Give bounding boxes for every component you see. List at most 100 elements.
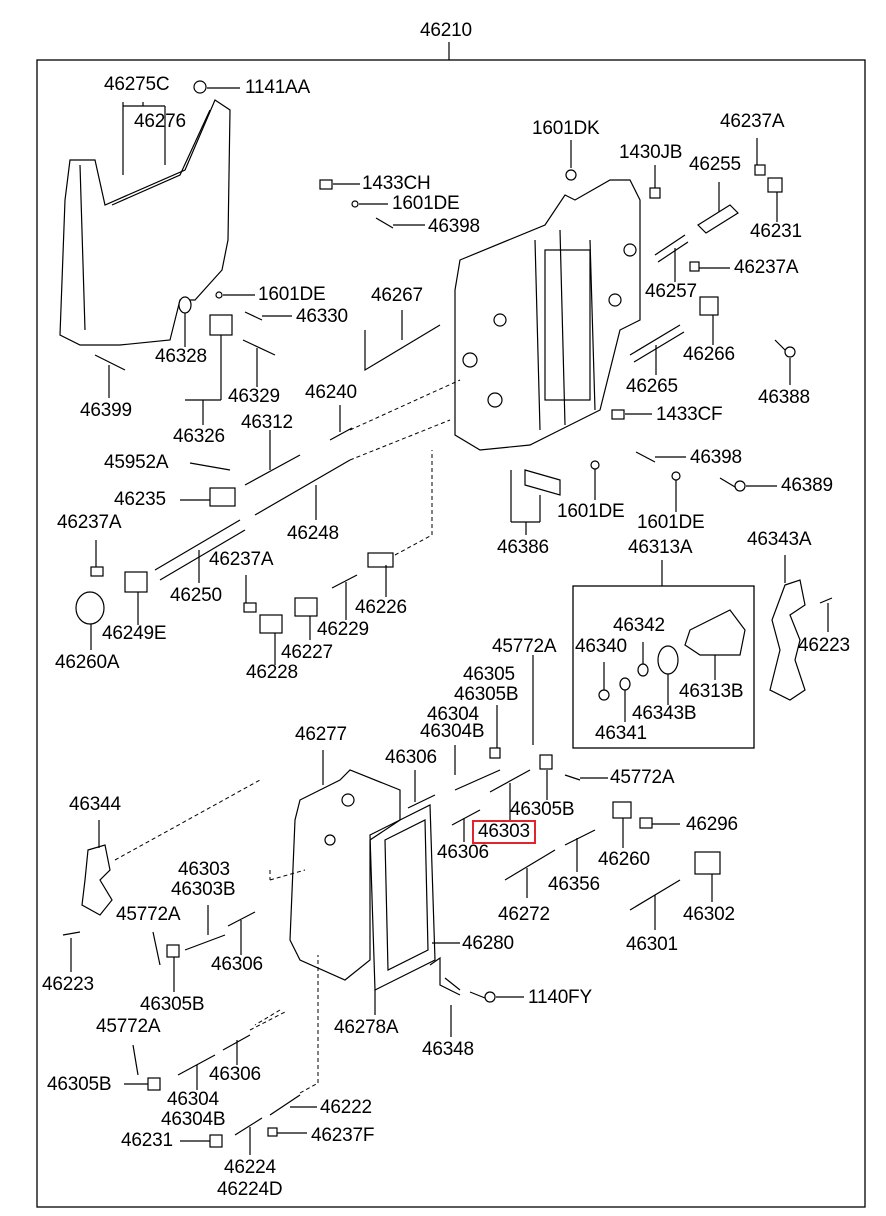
- spring-46250: [154, 519, 246, 581]
- part-label[interactable]: 46398: [690, 447, 742, 468]
- part-label[interactable]: 1601DE: [258, 284, 326, 305]
- part-label[interactable]: 46313A: [628, 537, 693, 558]
- part-label[interactable]: 1601DE: [637, 512, 705, 533]
- part-label[interactable]: 46296: [686, 814, 738, 835]
- part-label[interactable]: 46386: [497, 537, 549, 558]
- part-label[interactable]: 46305B: [47, 1074, 112, 1095]
- part-label[interactable]: 46260A: [55, 652, 120, 673]
- part-label[interactable]: 1601DE: [557, 501, 625, 522]
- part-label[interactable]: 45772A: [610, 767, 675, 788]
- part-label[interactable]: 46228: [246, 662, 298, 683]
- part-label[interactable]: 46326: [173, 426, 225, 447]
- highlighted-part-label[interactable]: 46303: [472, 820, 536, 844]
- part-label[interactable]: 46341: [595, 723, 647, 744]
- part-label[interactable]: 46312: [241, 412, 293, 433]
- part-label[interactable]: 46398: [428, 216, 480, 237]
- part-label[interactable]: 46328: [155, 346, 207, 367]
- separator-plate-drawing: [59, 99, 231, 346]
- ball-1601de-a: [590, 460, 600, 470]
- plug-46228: [259, 614, 283, 634]
- part-label[interactable]: 46303B: [171, 879, 236, 900]
- part-label[interactable]: 46301: [626, 934, 678, 955]
- part-label[interactable]: 46340: [575, 636, 627, 657]
- part-label[interactable]: 46229: [317, 619, 369, 640]
- solenoid-46313b: [684, 609, 746, 656]
- part-label[interactable]: 46237A: [720, 111, 785, 132]
- part-label[interactable]: 46226: [355, 597, 407, 618]
- part-label[interactable]: 46248: [287, 523, 339, 544]
- part-label[interactable]: 46237A: [209, 549, 274, 570]
- part-label[interactable]: 1140FY: [528, 987, 592, 1008]
- part-label[interactable]: 46306: [437, 842, 489, 863]
- part-label[interactable]: 45772A: [96, 1016, 161, 1037]
- part-label[interactable]: 46388: [758, 387, 810, 408]
- part-label[interactable]: 1430JB: [619, 142, 683, 163]
- part-label[interactable]: 46272: [498, 904, 550, 925]
- key-46237a-2: [689, 261, 700, 272]
- part-label[interactable]: 46306: [209, 1064, 261, 1085]
- part-label[interactable]: 46249E: [102, 623, 167, 644]
- part-label[interactable]: 46240: [305, 382, 357, 403]
- part-label[interactable]: 46237A: [57, 512, 122, 533]
- part-label[interactable]: 46255: [689, 154, 741, 175]
- ring-46342: [637, 663, 649, 677]
- part-label[interactable]: 46399: [80, 400, 132, 421]
- part-label[interactable]: 46389: [781, 475, 833, 496]
- part-label[interactable]: 46305B: [454, 684, 519, 705]
- part-label[interactable]: 46237F: [311, 1125, 375, 1146]
- part-label[interactable]: 46356: [548, 874, 600, 895]
- part-label[interactable]: 46280: [462, 933, 514, 954]
- part-label[interactable]: 1141AA: [245, 77, 311, 98]
- part-label[interactable]: 1433CH: [362, 173, 431, 194]
- part-label[interactable]: 46260: [598, 849, 650, 870]
- part-label[interactable]: 46306: [385, 747, 437, 768]
- part-label[interactable]: 46276: [134, 111, 186, 132]
- part-label[interactable]: 46305: [463, 664, 515, 685]
- part-label[interactable]: 46305B: [140, 994, 205, 1015]
- part-label[interactable]: 45772A: [492, 636, 557, 657]
- part-label[interactable]: 45772A: [116, 904, 181, 925]
- part-label[interactable]: 46330: [296, 306, 348, 327]
- part-label[interactable]: 46265: [626, 376, 678, 397]
- part-label[interactable]: 46266: [683, 344, 735, 365]
- ball-1601dk: [565, 169, 577, 181]
- part-label[interactable]: 46231: [121, 1130, 173, 1151]
- part-label[interactable]: 46343B: [632, 703, 697, 724]
- part-label[interactable]: 46302: [683, 904, 735, 925]
- part-label[interactable]: 46257: [645, 281, 697, 302]
- part-label[interactable]: 46237A: [734, 257, 799, 278]
- part-label[interactable]: 46306: [211, 954, 263, 975]
- part-label[interactable]: 1433CF: [656, 404, 723, 425]
- part-label[interactable]: 46304B: [420, 721, 485, 742]
- part-label[interactable]: 46227: [281, 642, 333, 663]
- part-label[interactable]: 46277: [295, 724, 347, 745]
- part-label[interactable]: 46329: [228, 386, 280, 407]
- part-label[interactable]: 46250: [170, 585, 222, 606]
- part-label[interactable]: 46303: [178, 859, 230, 880]
- part-label[interactable]: 45952A: [104, 452, 169, 473]
- part-label[interactable]: 46267: [371, 285, 423, 306]
- part-label[interactable]: 46231: [750, 221, 802, 242]
- part-label[interactable]: 46223: [42, 974, 94, 995]
- part-label[interactable]: 46313B: [679, 681, 744, 702]
- part-label[interactable]: 46304B: [161, 1109, 226, 1130]
- part-label[interactable]: 46275C: [104, 74, 170, 95]
- part-label[interactable]: 46342: [613, 615, 665, 636]
- part-label[interactable]: 46304: [427, 704, 479, 725]
- part-label[interactable]: 46222: [320, 1097, 372, 1118]
- part-label[interactable]: 46223: [798, 635, 850, 656]
- part-label[interactable]: 46348: [422, 1039, 474, 1060]
- part-label[interactable]: 1601DE: [392, 193, 460, 214]
- part-label[interactable]: 1601DK: [532, 118, 600, 139]
- part-label[interactable]: 46343A: [747, 529, 812, 550]
- part-label[interactable]: 46344: [69, 794, 121, 815]
- plug-46235: [209, 487, 236, 507]
- part-label[interactable]: 46305B: [510, 799, 575, 820]
- part-label[interactable]: 46224: [224, 1157, 276, 1178]
- part-label[interactable]: 46235: [114, 489, 166, 510]
- part-label[interactable]: 46278A: [334, 1017, 399, 1038]
- part-label[interactable]: 46304: [167, 1089, 219, 1110]
- part-label[interactable]: 46224D: [217, 1179, 283, 1200]
- valve-46248: [254, 459, 351, 516]
